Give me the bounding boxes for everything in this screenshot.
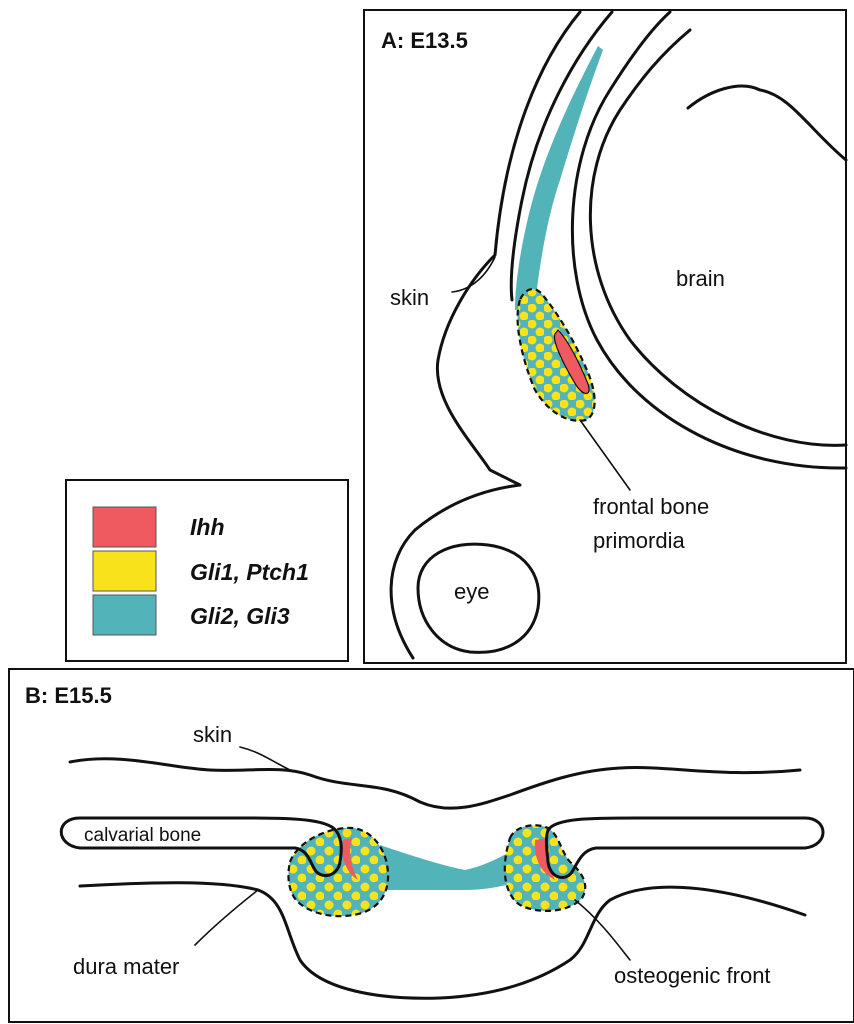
panel-a: A: E13.5 skin brain eye frontal bone pri…	[364, 10, 846, 663]
legend-label-gli1-ptch1: Gli1, Ptch1	[190, 559, 309, 585]
osteogenic-front-label: osteogenic front	[614, 963, 771, 988]
legend-label-ihh: Ihh	[190, 514, 225, 540]
panel-b: B: E15.5 skin calvarial bone dura mater …	[9, 669, 854, 1022]
eye-label: eye	[454, 579, 489, 604]
osteogenic-front-left	[288, 828, 388, 916]
frontal-bone-label-line2: primordia	[593, 528, 685, 553]
dura-mater-leader	[195, 890, 258, 945]
legend-swatch-gli2-gli3	[93, 595, 156, 635]
calvarial-bone-right	[546, 818, 823, 877]
frontal-bone-leader	[580, 420, 630, 490]
legend-label-gli2-gli3: Gli2, Gli3	[190, 603, 290, 629]
frontal-bone-label-line1: frontal bone	[593, 494, 709, 519]
legend-swatch-gli1-ptch1	[93, 551, 156, 591]
skin-leader-b	[240, 747, 290, 770]
brain-outer-arc	[572, 12, 846, 468]
legend: Ihh Gli1, Ptch1 Gli2, Gli3	[66, 480, 348, 661]
ventricle-curve	[688, 86, 846, 160]
dura-mater-label: dura mater	[73, 954, 179, 979]
panel-a-title: A: E13.5	[381, 28, 468, 53]
skin-line-b	[70, 759, 800, 808]
gli2-gli3-band-b	[380, 845, 525, 890]
legend-swatch-ihh	[93, 507, 156, 547]
skin-label-b: skin	[193, 722, 232, 747]
panel-b-title: B: E15.5	[25, 683, 112, 708]
panel-a-frame	[364, 10, 846, 663]
brain-label: brain	[676, 266, 725, 291]
skin-label-a: skin	[390, 285, 429, 310]
calvarial-bone-label: calvarial bone	[84, 825, 201, 846]
